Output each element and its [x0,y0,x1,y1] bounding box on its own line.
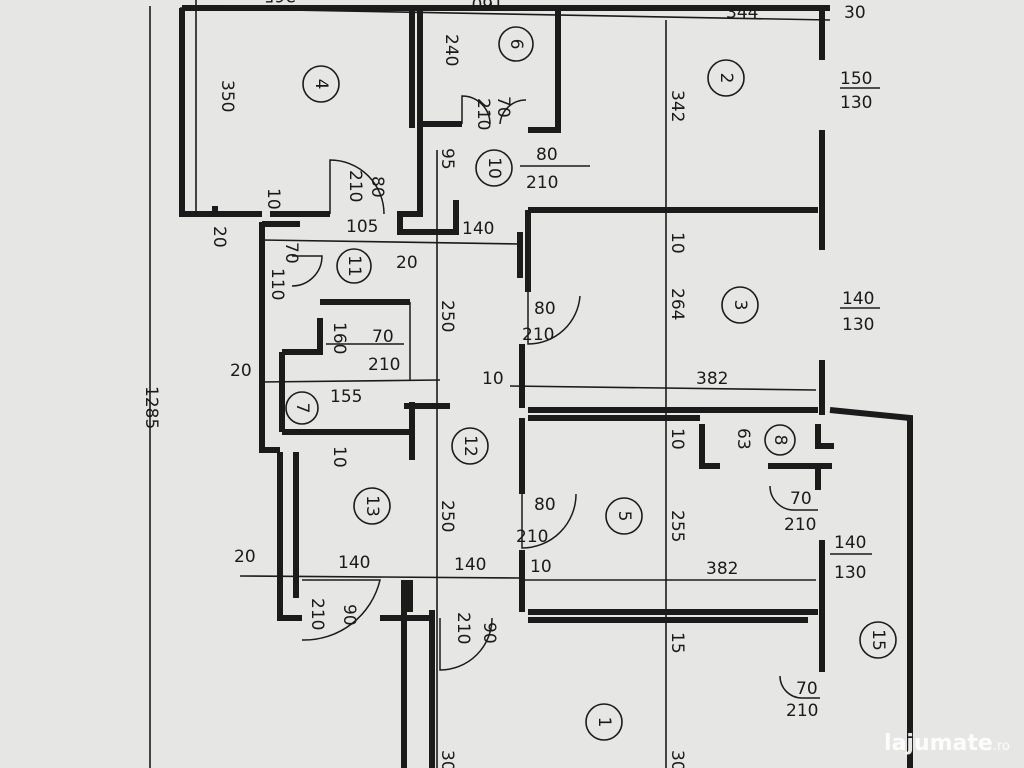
dim-label: 240 [441,34,461,66]
dim-label: 30 [844,3,866,23]
dim-label: 20 [230,361,252,381]
dim-label: 130 [834,563,866,583]
watermark-logo: lajumate.ro [884,731,1010,756]
dim-label: 382 [706,559,738,579]
room-15-label: 15 [868,629,888,651]
dim-label: 70 [493,96,513,118]
dim-label: 10 [667,428,687,450]
dim-label: 80 [534,495,556,515]
dim-label: 10 [667,232,687,254]
dim-label: 30 [667,750,687,768]
dim-label: 90 [479,622,499,644]
dimension-labels: 265 160 344 30 350 240 70 210 342 150 13… [141,0,874,768]
dim-label: 160 [329,322,349,354]
dim-label: 63 [733,428,753,450]
dim-label: 255 [667,510,687,542]
dim-label: 265 [264,0,296,5]
dim-label: 342 [667,90,687,122]
room-labels: 4 6 2 10 11 3 7 12 8 13 5 1 15 [292,39,888,728]
dim-label: 110 [267,268,287,300]
dim-label: 10 [530,557,552,577]
dim-label: 80 [534,299,556,319]
dim-label: 95 [437,148,457,170]
dim-label: 140 [462,219,494,239]
room-circles [285,26,897,741]
room-4-label: 4 [311,79,331,90]
room-2-label: 2 [716,73,736,84]
dimension-lines [149,0,880,768]
dim-label: 344 [726,3,758,23]
dim-label: 20 [396,253,418,273]
dim-label: 70 [790,489,812,509]
dim-label: 80 [367,176,387,198]
dim-label: 250 [437,500,457,532]
room-8-label: 8 [770,435,790,446]
dim-label: 210 [522,325,554,345]
walls [179,5,913,768]
room-1-label: 1 [594,717,614,728]
dim-label: 210 [516,527,548,547]
dim-label: 70 [796,679,818,699]
dim-label: 160 [472,0,504,13]
dim-label: 130 [842,315,874,335]
dim-label: 130 [840,93,872,113]
dim-label: 10 [329,446,349,468]
dim-label: 70 [281,242,301,264]
dim-label: 210 [784,515,816,535]
dim-label: 210 [473,98,493,130]
dim-label: 350 [217,80,237,112]
dim-label: 15 [667,632,687,654]
dim-label: 140 [842,289,874,309]
dim-label: 140 [834,533,866,553]
dim-label: 250 [437,300,457,332]
dim-label: 80 [536,145,558,165]
room-6-label: 6 [506,39,526,50]
dim-label: 210 [368,355,400,375]
room-12-label: 12 [460,435,480,457]
dim-label: 140 [338,553,370,573]
room-5-label: 5 [614,511,634,522]
room-7-label: 7 [292,403,312,414]
room-13-label: 13 [362,495,382,517]
dim-label: 210 [526,173,558,193]
room-11-label: 11 [344,255,364,277]
dim-label: 264 [667,288,687,320]
watermark-brand: lajumate [884,731,993,756]
dim-label: 90 [339,604,359,626]
dim-label: 20 [234,547,256,567]
dim-label: 10 [263,188,283,210]
watermark-tld: .ro [992,739,1010,754]
dim-label: 30 [437,750,457,768]
dim-label: 105 [346,217,378,237]
room-3-label: 3 [730,300,750,311]
dim-label: 155 [330,387,362,407]
door-swings [291,95,820,699]
dim-label: 150 [840,69,872,89]
room-10-label: 10 [484,157,504,179]
dim-label: 210 [786,701,818,721]
dim-label: 10 [482,369,504,389]
dim-label: 70 [372,327,394,347]
dim-label: 210 [453,612,473,644]
dim-label: 140 [454,555,486,575]
dim-label: 20 [209,226,229,248]
dim-label: 382 [696,369,728,389]
dim-label: 1285 [141,386,161,429]
dim-label: 210 [307,598,327,630]
dim-label: 210 [345,170,365,202]
